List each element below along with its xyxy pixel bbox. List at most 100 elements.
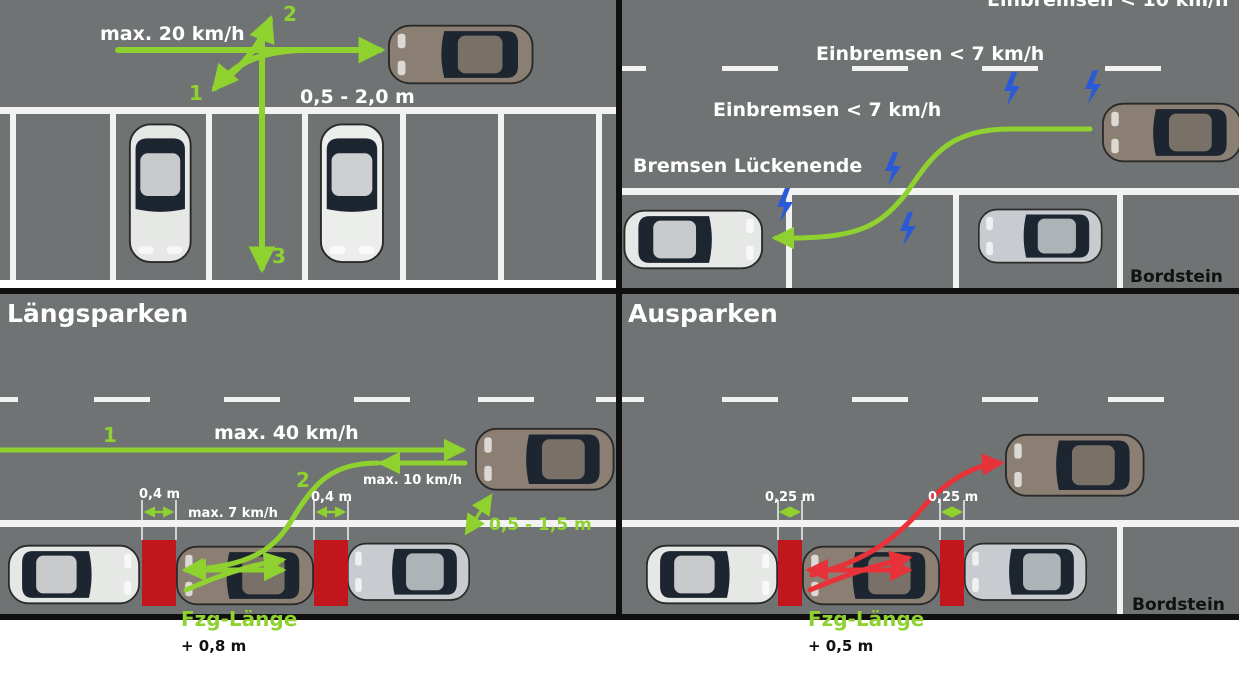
panel-top-left: max. 20 km/h 0,5 - 2,0 m 1 2 3 <box>0 2 616 280</box>
maneuver-arrows <box>0 438 468 593</box>
lane-dash <box>224 397 280 402</box>
gap-block-rear <box>940 540 964 606</box>
curb-label: Bordstein <box>1132 595 1225 615</box>
lane-dash <box>478 397 534 402</box>
parked-car-front <box>646 544 778 605</box>
center-dash-line <box>622 66 1161 71</box>
gap-right-label: 0,25 m <box>928 490 978 505</box>
step-3-label: 3 <box>272 244 286 268</box>
bay-line <box>206 114 212 280</box>
vehicle-length-label: Fzg-Länge <box>181 607 297 631</box>
panel-bottom-right: Ausparken 0,25 m 0,25 m Bordstein Fzg-Lä… <box>622 299 1239 655</box>
brake-label-upper: Einbremsen < 7 km/h <box>816 43 1044 65</box>
step-1-label: 1 <box>189 81 203 105</box>
lane-dash <box>0 397 18 402</box>
step-2-label: 2 <box>296 468 310 492</box>
bottom-border <box>0 614 1239 620</box>
parked-car-front <box>8 544 140 605</box>
parked-car-silver <box>978 208 1103 264</box>
parked-car-rear <box>347 542 470 601</box>
side-distance-arrow <box>464 493 493 536</box>
lane-boundary-line <box>622 188 1239 195</box>
gap-left-label: 0,25 m <box>765 490 815 505</box>
brake-gap-end-label: Bremsen Lückenende <box>633 155 862 177</box>
parked-car-white-2 <box>319 123 384 263</box>
leaving-car-in-gap <box>802 545 941 606</box>
bay-line <box>953 195 959 288</box>
parking-path-arrow <box>771 126 1093 250</box>
gap-extension-lines <box>777 500 965 540</box>
center-dash-line <box>0 397 616 402</box>
brake-label-cut: Einbremsen < 10 km/h <box>987 0 1229 11</box>
panel-title: Ausparken <box>628 299 778 328</box>
parked-car-white <box>623 209 763 270</box>
step-1-label: 1 <box>103 423 117 447</box>
parked-car-rear <box>964 542 1087 601</box>
lightning-markers <box>777 70 1101 246</box>
lightning-icon <box>885 152 901 186</box>
bay-line <box>10 114 16 280</box>
lane-dash <box>722 397 778 402</box>
parked-car-white <box>128 123 192 263</box>
horizontal-divider <box>0 288 1239 294</box>
gap-block-front <box>142 540 176 606</box>
approaching-car <box>475 427 615 491</box>
panel-top-right: Einbremsen < 10 km/h Einbremsen < 7 km/h… <box>622 0 1239 288</box>
gap-extension-lines <box>141 500 349 540</box>
in-gap-diagonal-arrow <box>183 551 287 593</box>
car-in-gap <box>176 545 315 606</box>
parking-bay-lines <box>10 114 602 280</box>
bay-line <box>400 114 406 280</box>
lane-dash <box>722 66 778 71</box>
gap-block-rear <box>314 540 348 606</box>
lane-dash <box>982 397 1038 402</box>
bay-line <box>498 114 504 280</box>
lane-boundary-line <box>0 520 616 527</box>
lightning-icon <box>777 188 793 222</box>
lightning-icon <box>900 212 916 246</box>
path-arrow-diagonal-up <box>219 14 275 85</box>
curb-label: Bordstein <box>1130 267 1223 287</box>
gap-left-label: 0,4 m <box>139 487 180 502</box>
vehicle-length-extra: + 0,5 m <box>808 637 873 655</box>
gap-block-front <box>778 540 802 606</box>
step-2-label: 2 <box>283 2 297 26</box>
exit-curve-arrow <box>809 453 1005 578</box>
lightning-icon <box>1004 72 1020 106</box>
lane-dash <box>622 397 644 402</box>
vehicle-length-label: Fzg-Länge <box>808 607 924 631</box>
bay-line <box>302 114 308 280</box>
lane-dash <box>852 397 908 402</box>
lane-dash <box>622 66 646 71</box>
bay-line <box>1117 195 1123 288</box>
gap-right-label: 0,4 m <box>311 490 352 505</box>
lane-dash <box>852 66 908 71</box>
moving-car <box>1102 102 1239 163</box>
lane-dash <box>1108 397 1164 402</box>
speed-40-label: max. 40 km/h <box>214 422 359 444</box>
speed-label: max. 20 km/h <box>100 23 245 45</box>
maneuver-arrows <box>115 14 386 274</box>
lane-boundary-line <box>622 520 1239 527</box>
bay-line <box>1117 527 1123 614</box>
speed-10-label: max. 10 km/h <box>363 473 462 488</box>
vehicle-length-extra: + 0,8 m <box>181 637 246 655</box>
panel-title: Längsparken <box>7 299 188 328</box>
panel-bottom-left: Längsparken 1 2 max. 40 km/h max. 10 km/… <box>0 299 616 655</box>
in-gap-diagonal-arrow <box>807 550 913 593</box>
vertical-divider <box>616 0 622 620</box>
brake-label-lower: Einbremsen < 7 km/h <box>713 99 941 121</box>
bay-line <box>596 114 602 280</box>
top-left-bottom-strip <box>0 280 616 288</box>
exit-arrows <box>805 453 1005 593</box>
center-dash-line <box>622 397 1164 402</box>
approaching-car <box>388 24 534 85</box>
exited-car <box>1005 433 1145 497</box>
speed-7-label: max. 7 km/h <box>188 506 278 521</box>
lane-dash <box>596 397 616 402</box>
lane-boundary-line <box>0 107 616 114</box>
lightning-icon <box>1085 70 1101 104</box>
distance-label: 0,5 - 2,0 m <box>300 86 415 108</box>
